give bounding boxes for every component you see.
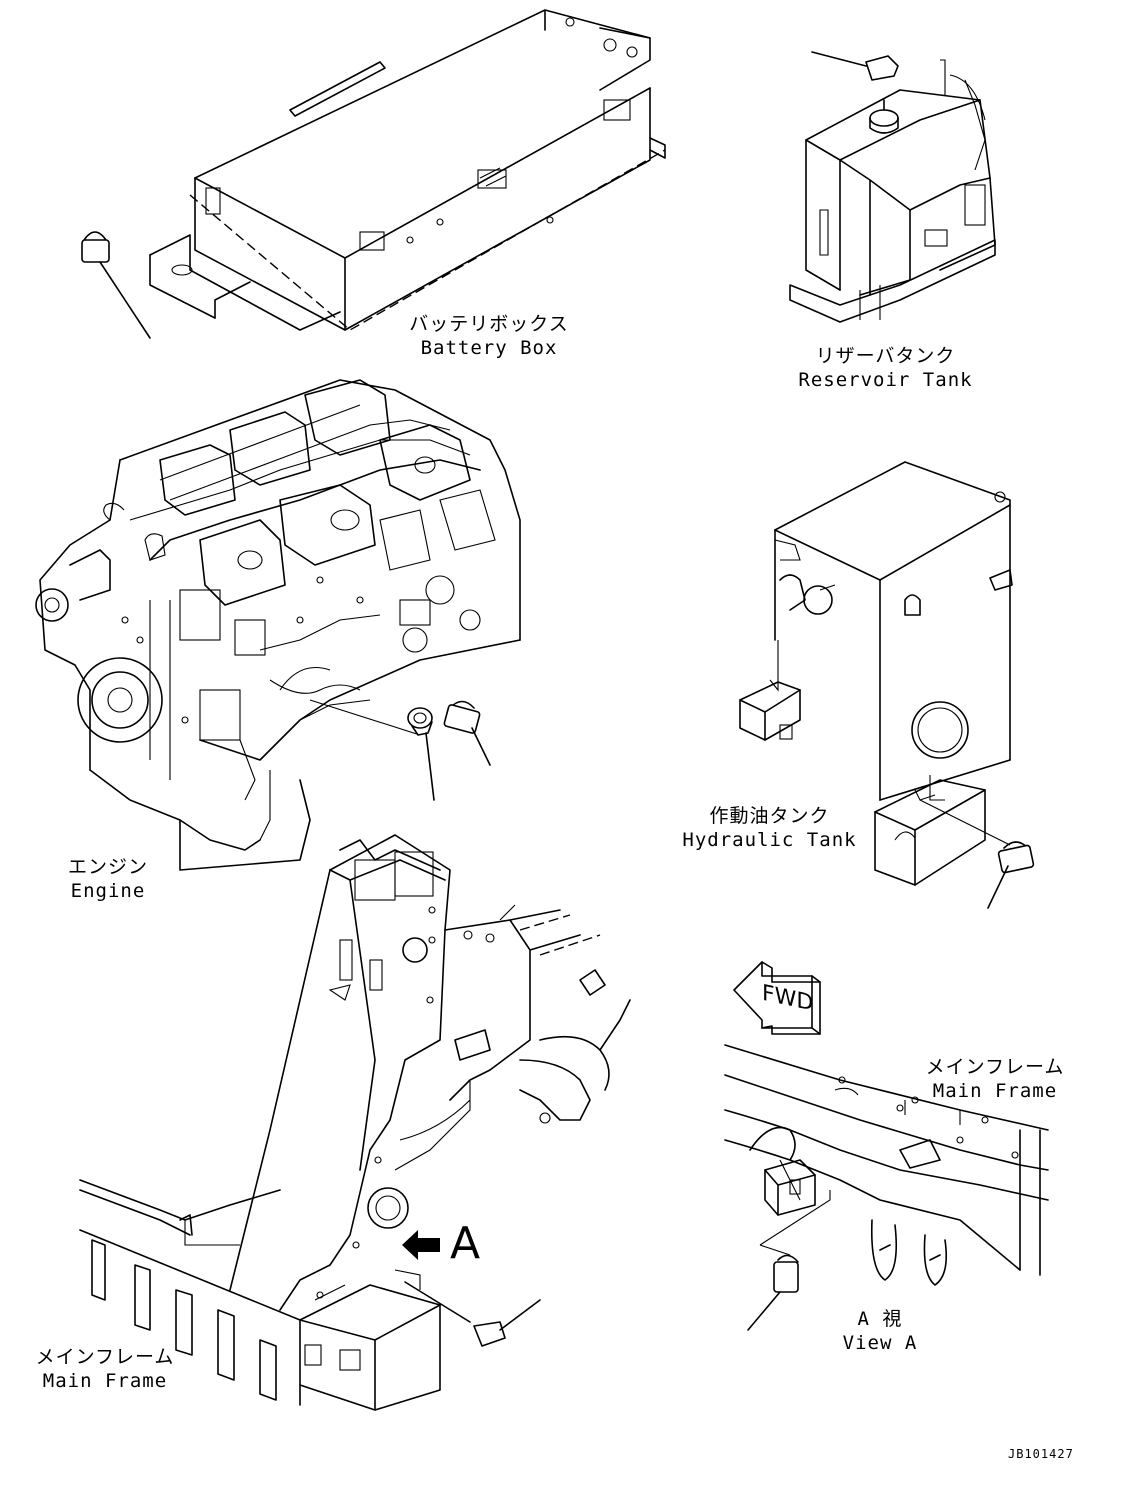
hydraulic-tank-label-jp: 作動油タンク	[709, 805, 830, 827]
reservoir-tank-label-jp: リザーバタンク	[815, 345, 956, 367]
fwd-arrow	[733, 961, 821, 1035]
engine-label-en: Engine	[70, 880, 146, 902]
main-frame-left-label-en: Main Frame	[42, 1370, 168, 1392]
view-a-label-en: View A	[842, 1332, 918, 1354]
reservoir-tank-drawing	[789, 51, 996, 323]
main-frame-right-label-en: Main Frame	[932, 1080, 1058, 1102]
reservoir-tank-label-en: Reservoir Tank	[798, 369, 973, 391]
engine-drawing	[35, 379, 521, 871]
battery-box-label-jp: バッテリボックス	[409, 313, 569, 335]
hydraulic-tank-label-en: Hydraulic Tank	[682, 829, 857, 851]
drawing-code: JB101427	[1008, 1447, 1074, 1461]
main-frame-left-label: メインフレーム Main Frame	[30, 1345, 180, 1393]
battery-box-label: バッテリボックス Battery Box	[404, 312, 574, 360]
hydraulic-tank-label: 作動油タンク Hydraulic Tank	[672, 804, 867, 852]
hydraulic-tank-drawing	[739, 461, 1035, 909]
view-marker-a: A	[450, 1218, 481, 1269]
battery-box-label-en: Battery Box	[420, 337, 558, 359]
main-frame-right-label: メインフレーム Main Frame	[920, 1055, 1070, 1103]
reservoir-tank-label: リザーバタンク Reservoir Tank	[788, 344, 983, 392]
engine-label: エンジン Engine	[58, 855, 158, 903]
view-a-label-jp: A 視	[857, 1308, 903, 1330]
engine-label-jp: エンジン	[67, 856, 148, 878]
view-a-label: A 視 View A	[830, 1307, 930, 1355]
battery-box-drawing	[81, 9, 666, 339]
main-frame-left-label-jp: メインフレーム	[35, 1346, 175, 1368]
main-frame-left-drawing	[79, 834, 631, 1411]
main-frame-right-label-jp: メインフレーム	[925, 1056, 1065, 1078]
view-a-drawing	[724, 1044, 1049, 1331]
